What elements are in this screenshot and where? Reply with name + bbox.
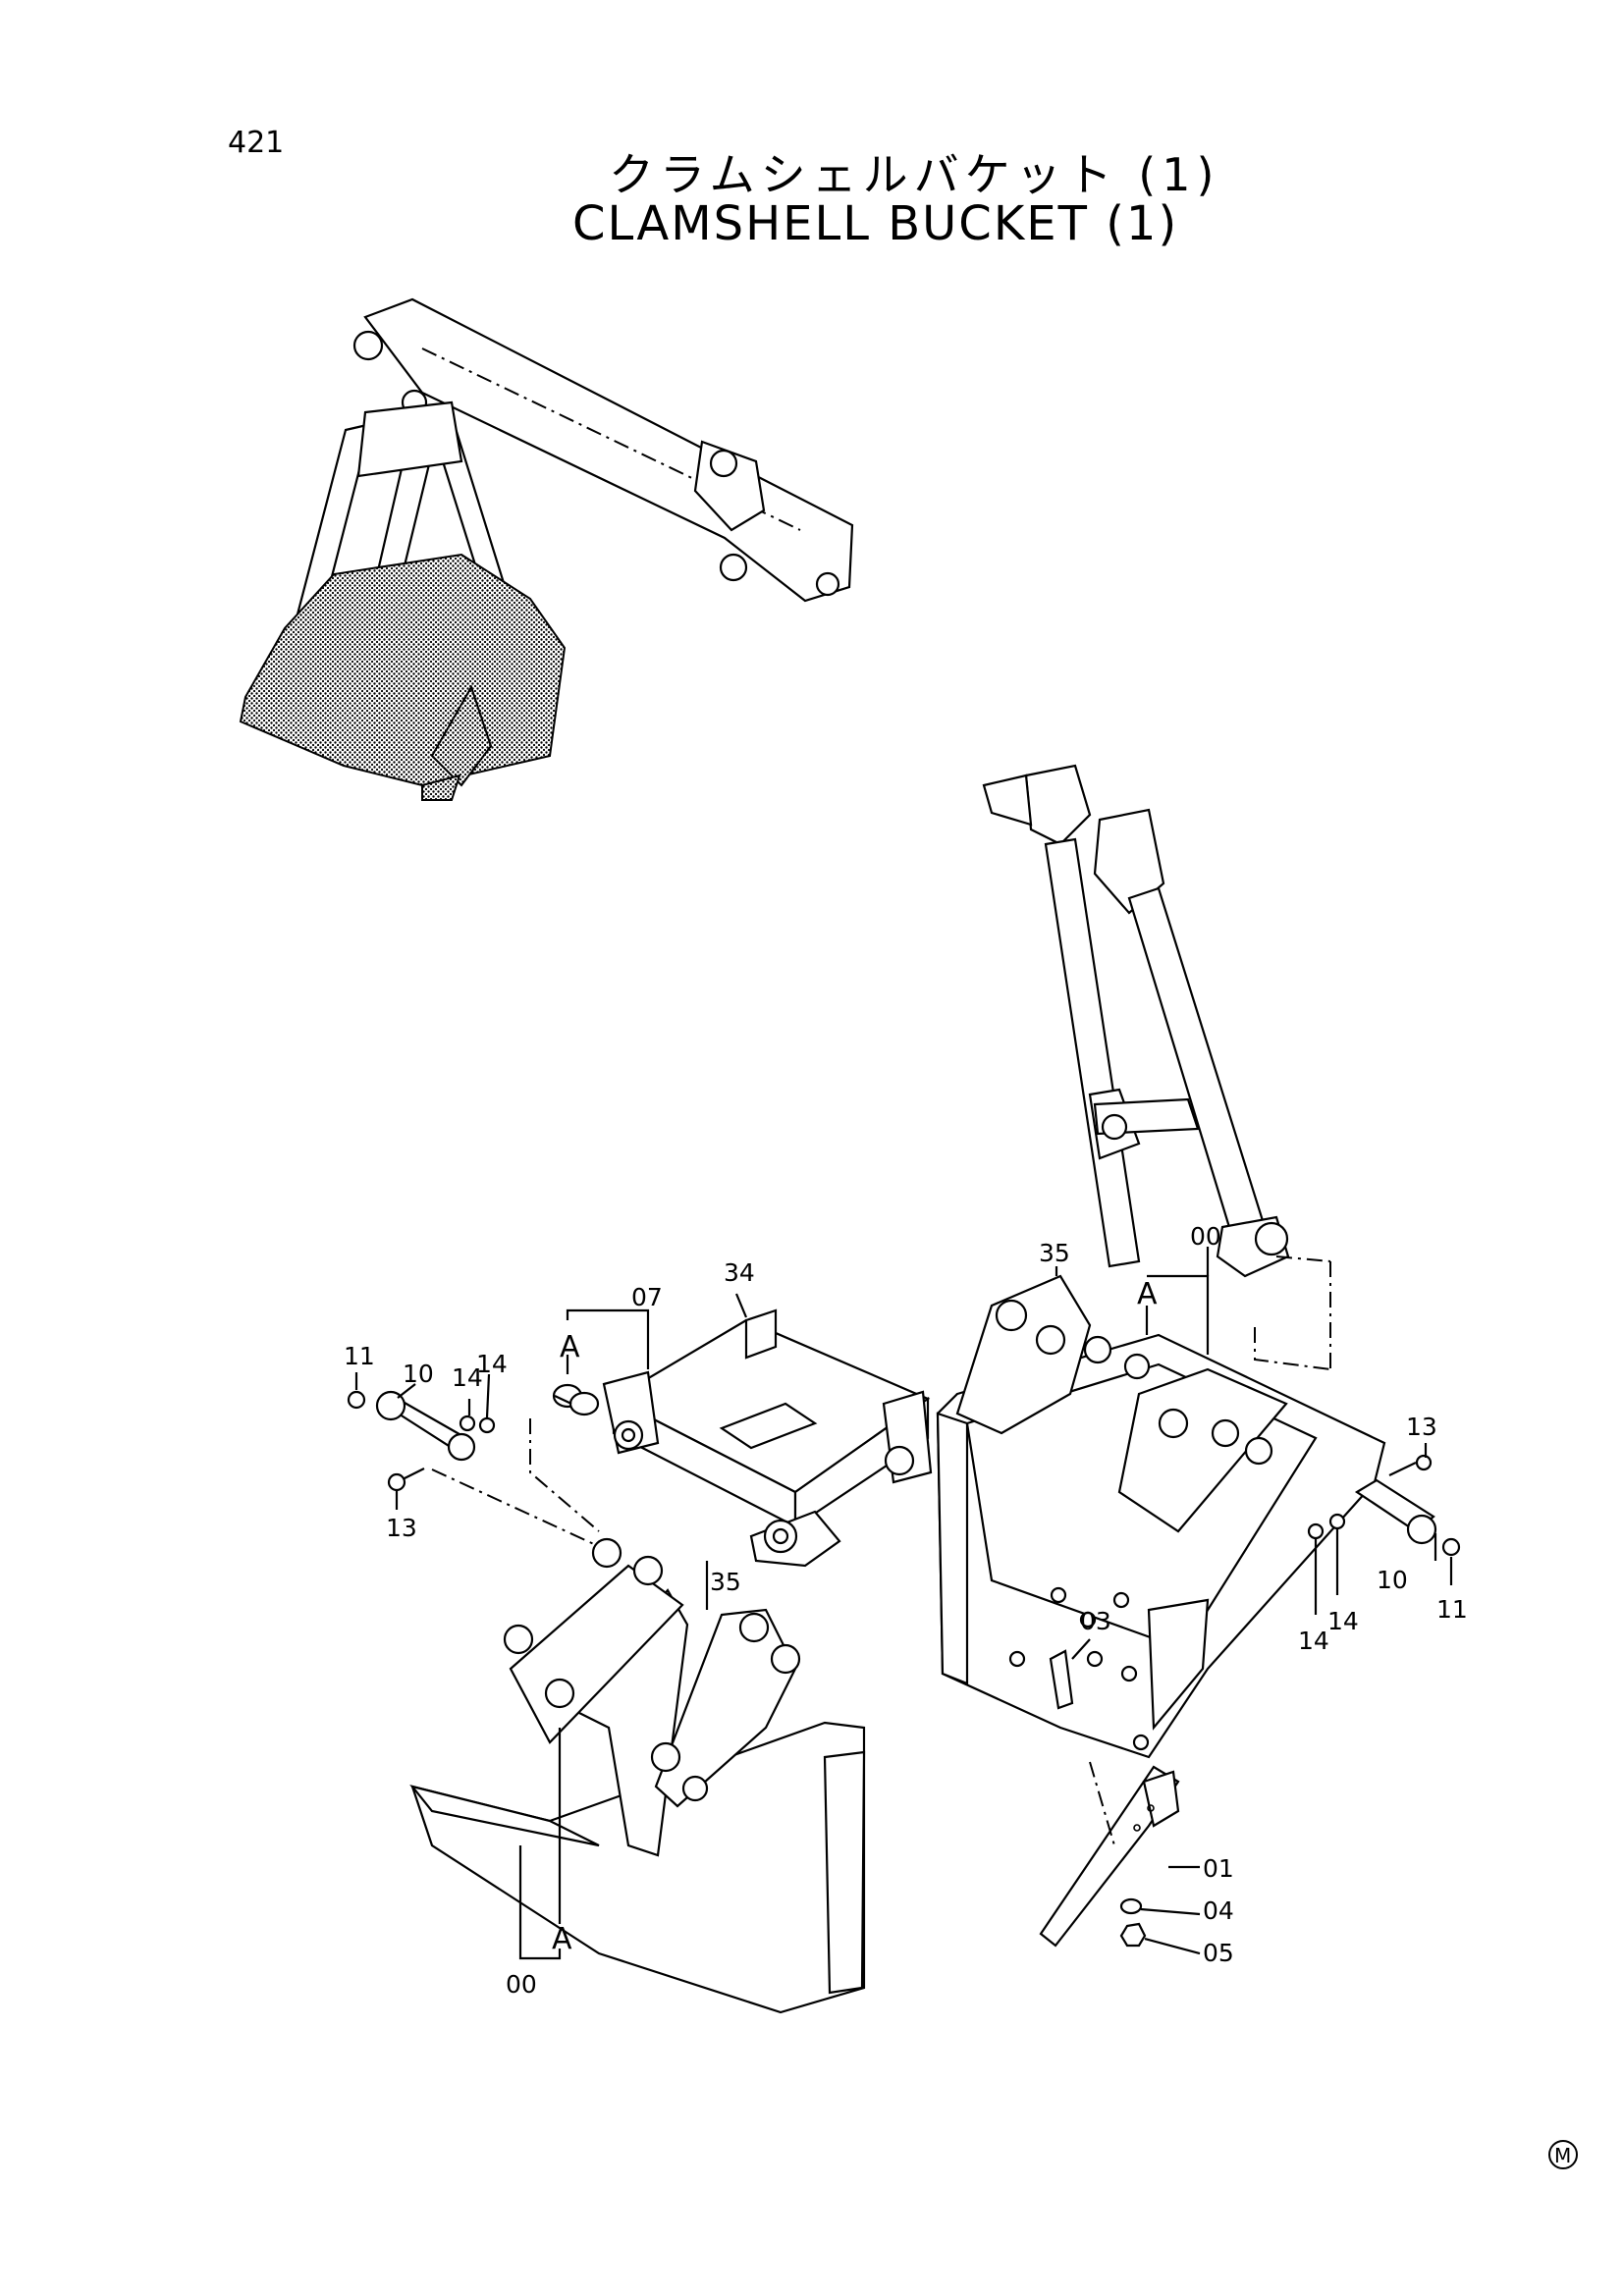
bushing-a-yoke — [552, 1383, 600, 1416]
bucket-half-right — [936, 1274, 1386, 1759]
callout-01: 01 — [1203, 1854, 1234, 1883]
bucket-half-left — [409, 1537, 866, 2014]
callout-34: 34 — [724, 1258, 755, 1287]
callout-14-right-b: 14 — [1327, 1607, 1359, 1635]
upper-link-assembly — [982, 764, 1290, 1278]
callout-07: 07 — [631, 1283, 663, 1311]
callout-00-left: 00 — [506, 1970, 537, 1999]
callout-11-right: 11 — [1436, 1595, 1468, 1624]
page-number: 421 — [228, 126, 285, 160]
callout-14-left-a: 14 — [452, 1363, 483, 1392]
right-pin-hardware — [1307, 1454, 1461, 1557]
left-pin-hardware — [347, 1390, 610, 1552]
callout-13-left: 13 — [386, 1514, 417, 1542]
callout-14-right-a: 14 — [1298, 1627, 1329, 1655]
callout-05: 05 — [1203, 1939, 1234, 1967]
callout-14-left-b: 14 — [476, 1350, 508, 1378]
callout-a-left: A — [552, 1922, 572, 1956]
callout-03: 03 — [1080, 1607, 1111, 1635]
leader-lines — [354, 1247, 1453, 1960]
overview-arm-illustration — [239, 297, 854, 801]
yoke-part-34 — [602, 1308, 933, 1568]
callout-10-left: 10 — [403, 1360, 434, 1388]
tooth-part-01 — [1039, 1765, 1180, 1948]
callout-35-right: 35 — [1039, 1239, 1070, 1267]
callout-a-right: A — [1137, 1277, 1158, 1311]
mark-letter: M — [1554, 2144, 1571, 2167]
callout-35-left: 35 — [710, 1568, 741, 1596]
callout-10-right: 10 — [1377, 1566, 1408, 1594]
title-english: CLAMSHELL BUCKET (1) — [572, 196, 1179, 251]
callout-a-yoke: A — [560, 1330, 580, 1364]
callout-13-right: 13 — [1406, 1413, 1437, 1441]
callout-00-right: 00 — [1190, 1222, 1221, 1251]
title-japanese: クラムシェルバケット (1) — [609, 148, 1220, 201]
callout-11-left: 11 — [344, 1342, 375, 1370]
callout-labels: 34 07 A 11 10 14 14 13 35 A 00 35 00 A 1… — [344, 1222, 1468, 1999]
callout-04: 04 — [1203, 1896, 1234, 1925]
circled-m-mark: M — [1548, 2140, 1578, 2169]
